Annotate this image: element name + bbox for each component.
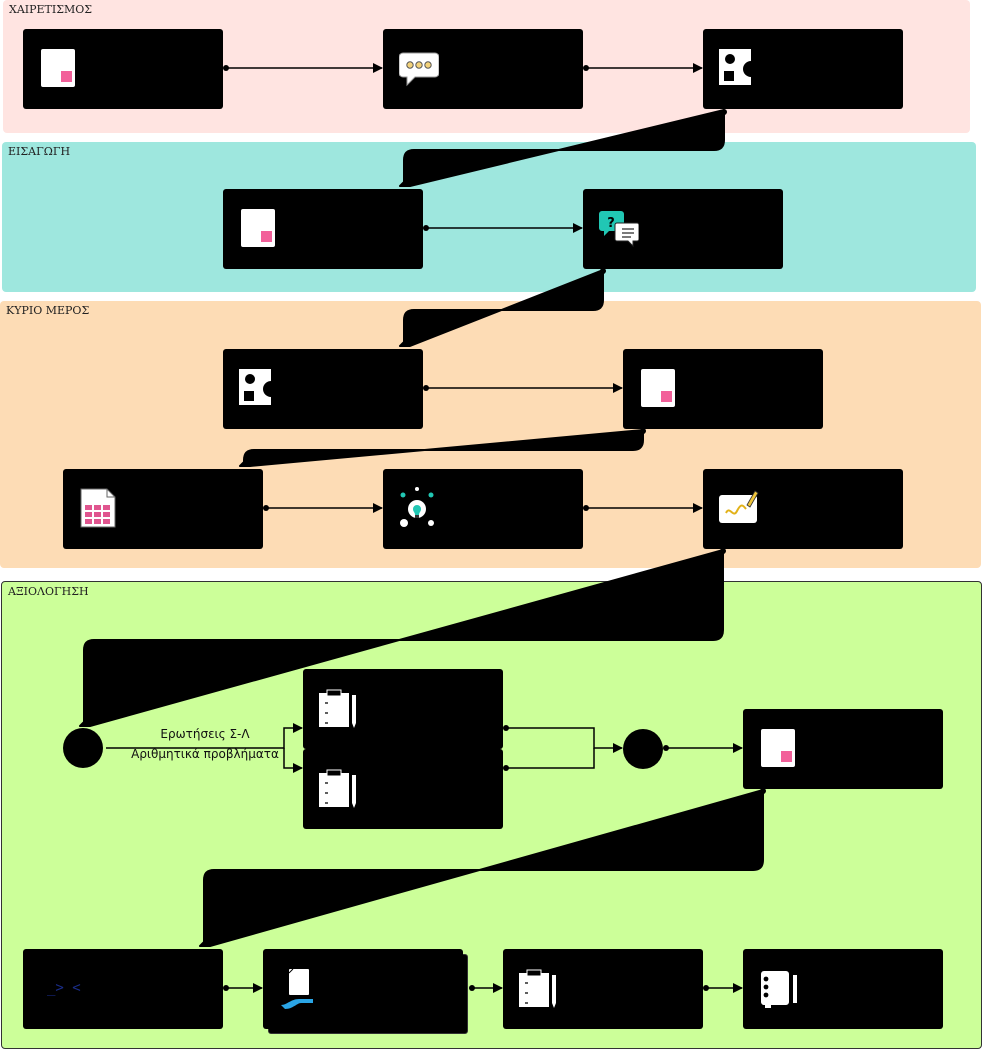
page-icon [641, 369, 675, 407]
lane-title-main: ΚΥΡΙΟ ΜΕΡΟΣ [6, 304, 90, 317]
merge-gateway[interactable] [623, 729, 663, 769]
activity-node-main-spreadsheet[interactable] [63, 469, 263, 549]
activity-node-greeting-page[interactable] [23, 29, 223, 109]
hand-document-icon [281, 968, 313, 1009]
clipboard-pencil-icon [519, 969, 556, 1008]
start-event[interactable] [63, 728, 103, 768]
activity-node-quiz-final[interactable] [503, 949, 703, 1029]
shapes-icon [239, 369, 279, 405]
activity-node-handout[interactable] [263, 949, 463, 1029]
activity-node-greeting-shapes[interactable] [703, 29, 903, 109]
page-icon [761, 729, 795, 767]
question-answer-icon: ? [599, 211, 639, 248]
activity-node-quiz-problems[interactable] [303, 749, 503, 829]
label-questions: Ερωτήσεις Σ-Λ [160, 727, 250, 741]
activity-node-quiz-true-false[interactable] [303, 669, 503, 749]
activity-node-notebook[interactable] [743, 949, 943, 1029]
activity-node-main-page[interactable] [623, 349, 823, 429]
clipboard-pencil-icon [319, 769, 356, 808]
lane-title-assessment: ΑΞΙΟΛΟΓΗΣΗ [8, 585, 89, 598]
notebook-icon [761, 971, 797, 1008]
lane-title-greeting: ΧΑΙΡΕΤΙΣΜΟΣ [9, 3, 93, 16]
lane-title-intro: ΕΙΣΑΓΩΓΗ [8, 145, 71, 158]
activity-node-assessment-page[interactable] [743, 709, 943, 789]
clipboard-pencil-icon [319, 689, 356, 728]
activity-node-intro-page[interactable] [223, 189, 423, 269]
lane-intro: ΕΙΣΑΓΩΓΗ [2, 142, 976, 292]
lightbulb-idea-icon [400, 487, 434, 527]
svg-text:?: ? [607, 216, 615, 231]
code-terminal-icon: _> < [47, 980, 81, 996]
page-icon [41, 49, 75, 87]
spreadsheet-icon [80, 488, 116, 528]
page-icon [241, 209, 275, 247]
activity-node-code[interactable]: _> < [23, 949, 223, 1029]
activity-node-main-drawing[interactable] [703, 469, 903, 549]
activity-node-intro-qa[interactable]: ? [583, 189, 783, 269]
activity-node-greeting-chat[interactable] [383, 29, 583, 109]
chat-bubble-icon [399, 52, 439, 87]
activity-node-main-shapes[interactable] [223, 349, 423, 429]
activity-node-main-idea[interactable] [383, 469, 583, 549]
drawing-board-icon [719, 490, 759, 523]
label-problems: Αριθμητικά προβλήματα [131, 747, 279, 761]
shapes-icon [719, 49, 759, 85]
